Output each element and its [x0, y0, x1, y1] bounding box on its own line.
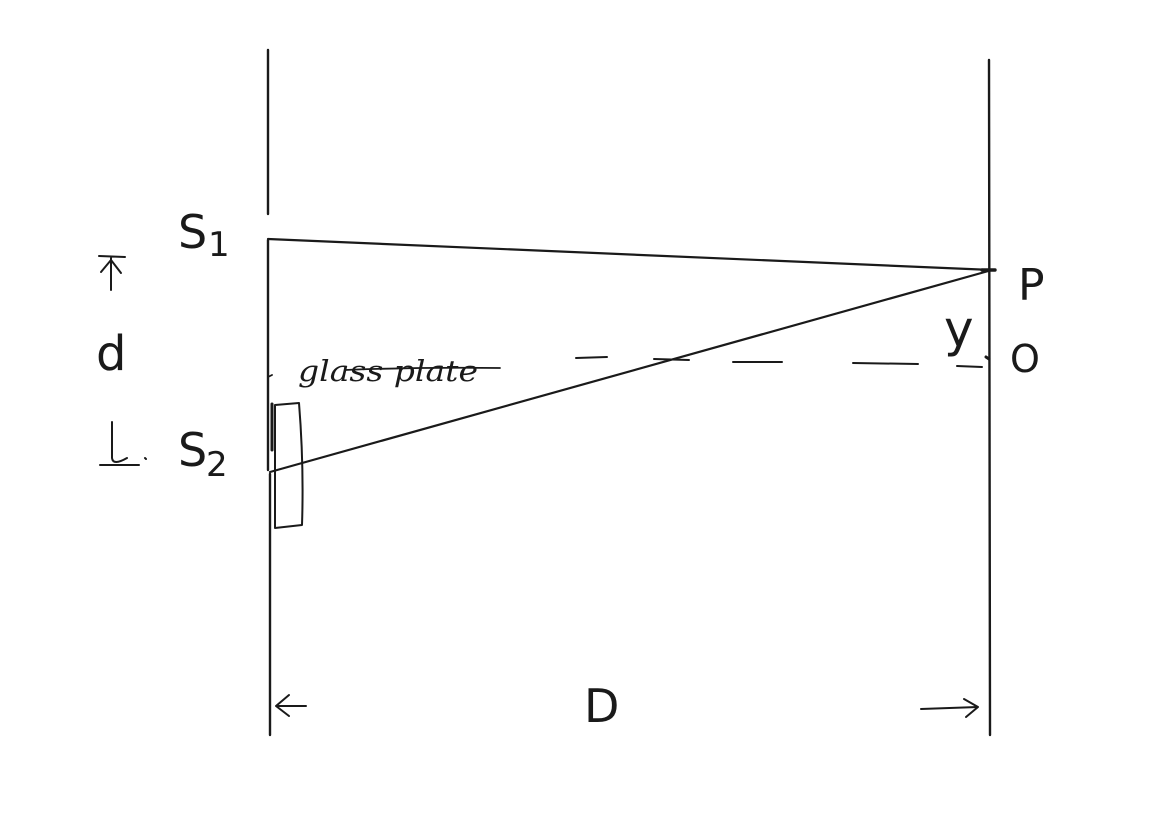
glass-plate-leader [267, 366, 501, 378]
glass-plate [274, 402, 304, 529]
o-label: O [1010, 337, 1040, 381]
D-arrow-left [275, 694, 307, 717]
s2-label: S [178, 423, 207, 477]
d-arrow-top [98, 255, 126, 291]
d-arrow-bottom [99, 421, 147, 466]
ray-s1-to-p [266, 237, 994, 272]
s1-label: S [178, 205, 207, 259]
observation-screen [987, 58, 992, 737]
glass-plate-label: glass plate [298, 354, 478, 388]
D-arrow-right [920, 698, 979, 718]
s1-subscript: 1 [208, 225, 230, 265]
ray-s2-to-p [268, 268, 994, 474]
D-label: D [584, 679, 619, 733]
p-label: P [1018, 260, 1045, 311]
d-label: d [96, 326, 126, 382]
central-axis-dashed [575, 356, 983, 368]
y-label: y [944, 300, 974, 358]
s2-subscript: 2 [206, 445, 228, 485]
point-o-marker [984, 355, 991, 361]
slit-barrier-lower [266, 238, 272, 737]
